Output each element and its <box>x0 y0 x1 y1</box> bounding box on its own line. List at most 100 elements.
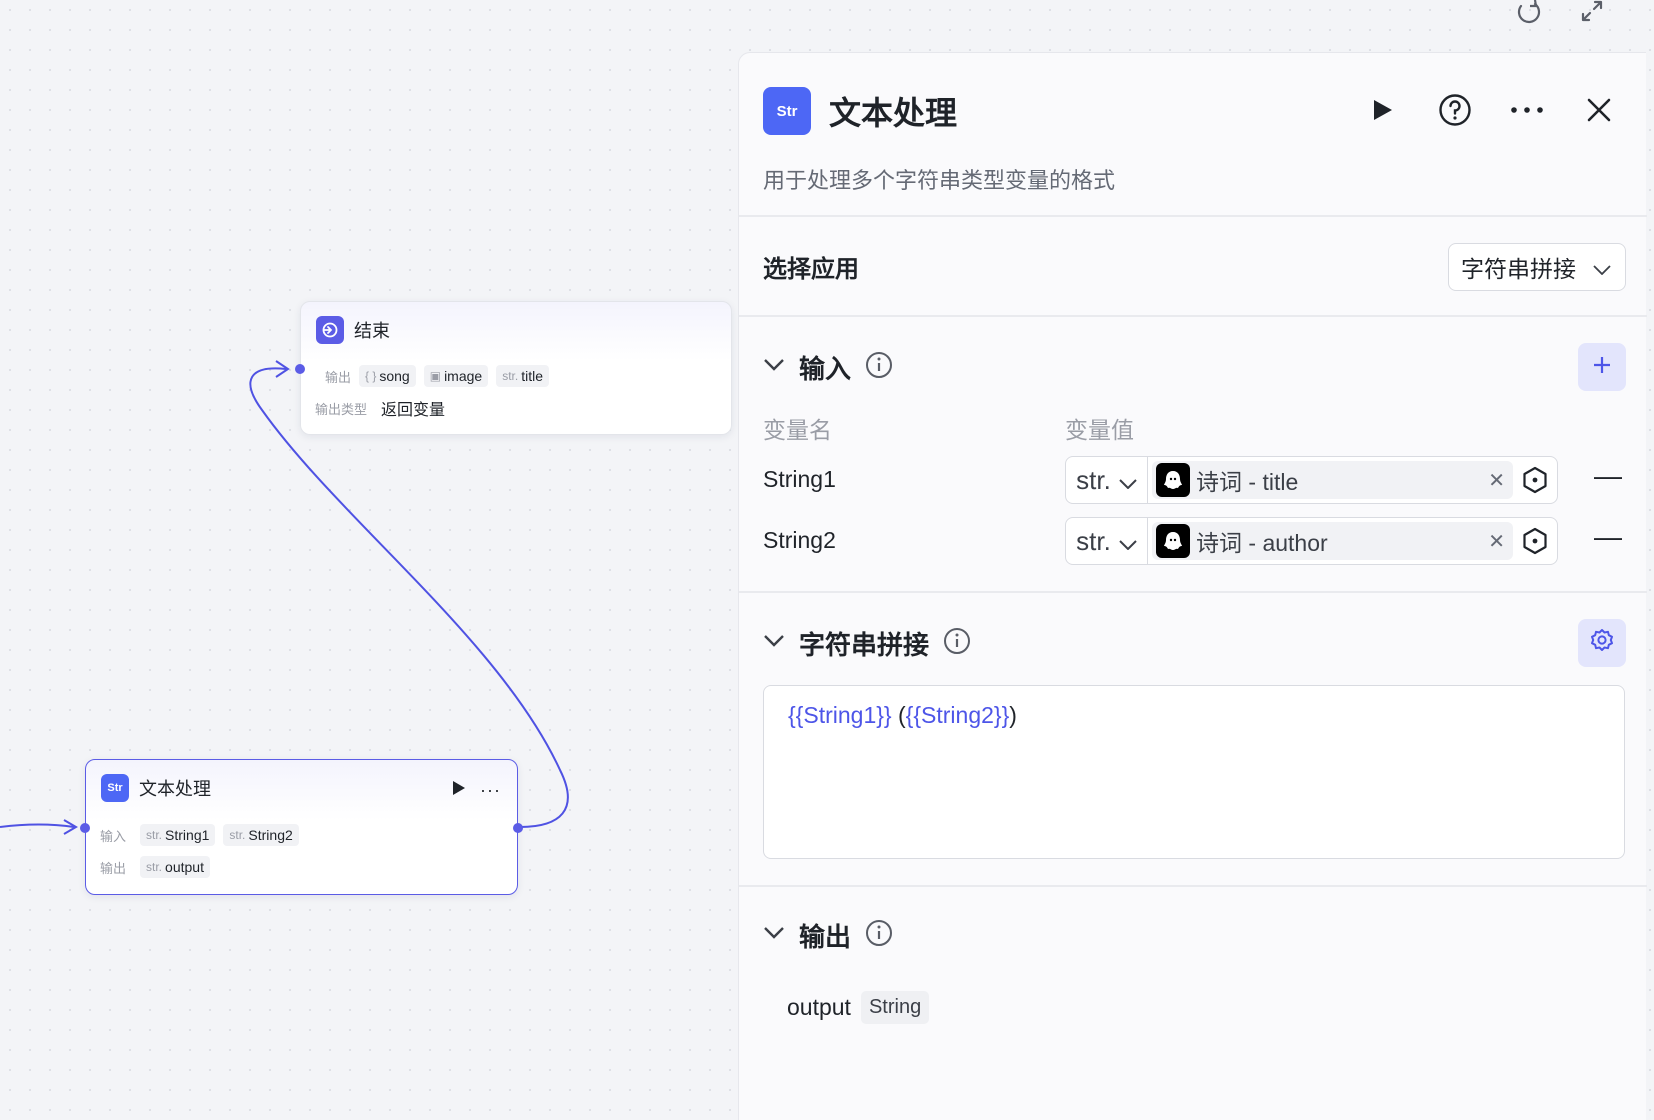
text-node-input-row: 输入 str.String1 str.String2 <box>100 824 299 846</box>
remove-input-button[interactable]: — <box>1594 521 1622 552</box>
type-select[interactable]: str. <box>1066 457 1148 503</box>
panel-header: Str 文本处理 <box>763 87 957 135</box>
type-select-value: str. <box>1076 464 1111 495</box>
panel-actions <box>1364 91 1618 129</box>
variable-picker-icon[interactable] <box>1513 518 1557 564</box>
text-node-actions: ··· <box>452 780 501 801</box>
string-puzzle-icon: Str <box>763 87 811 135</box>
text-process-node[interactable]: Str 文本处理 ··· 输入 str.String1 str.String2 … <box>80 759 523 895</box>
text-node-title: 文本处理 <box>139 779 211 799</box>
output-section-title: 输出 <box>799 922 852 952</box>
info-icon[interactable] <box>943 627 971 660</box>
image-icon: ▣ <box>429 369 442 383</box>
end-node-header: 结束 <box>316 316 390 344</box>
panel-description: 用于处理多个字符串类型变量的格式 <box>763 168 1116 193</box>
more-icon[interactable] <box>1508 91 1546 129</box>
divider <box>739 885 1647 887</box>
remove-input-button[interactable]: — <box>1594 460 1622 491</box>
run-icon[interactable] <box>452 780 466 801</box>
variable-reference-text: 诗词 - author <box>1196 530 1328 556</box>
type-select[interactable]: str. <box>1066 518 1148 564</box>
var-value-field-string2[interactable]: str. 诗词 - author ✕ <box>1065 517 1558 565</box>
output-section-header[interactable]: 输出 <box>763 917 893 954</box>
end-node-input-port[interactable] <box>295 364 305 374</box>
help-icon[interactable] <box>1436 91 1474 129</box>
chip-label: output <box>165 859 204 875</box>
text-node-output-port[interactable] <box>513 823 523 833</box>
ghost-avatar-icon <box>1156 463 1190 497</box>
object-icon: { } <box>365 369 377 383</box>
ghost-avatar-icon <box>1156 524 1190 558</box>
info-icon[interactable] <box>865 919 893 952</box>
template-text: ( <box>891 702 906 728</box>
select-app-row: 选择应用 <box>763 249 859 284</box>
col-header-name: 变量名 <box>763 417 832 443</box>
info-icon[interactable] <box>865 351 893 384</box>
chip-label: String1 <box>165 827 210 843</box>
template-variable: {{String1}} <box>788 702 892 728</box>
string-icon: str. <box>146 828 163 842</box>
chevron-down-icon[interactable] <box>763 634 785 653</box>
select-app-value: 字符串拼接 <box>1461 256 1576 282</box>
variable-reference-chip[interactable]: 诗词 - title ✕ <box>1152 461 1513 499</box>
text-output-chip: str.output <box>140 856 210 878</box>
template-text: ) <box>1009 702 1017 728</box>
text-node-output-row: 输出 str.output <box>100 856 210 878</box>
end-node-title: 结束 <box>354 321 390 341</box>
var-name-string1: String1 <box>763 466 836 492</box>
text-node-header: Str 文本处理 <box>101 774 211 802</box>
end-output-chip-song: { }song <box>359 365 416 387</box>
chip-label: String2 <box>248 827 293 843</box>
chevron-down-icon <box>1593 254 1611 281</box>
refresh-icon[interactable] <box>1510 0 1546 24</box>
clear-icon[interactable]: ✕ <box>1488 469 1505 492</box>
clear-icon[interactable]: ✕ <box>1488 530 1505 553</box>
chip-label: title <box>521 368 544 384</box>
end-output-chip-title: str.title <box>496 365 550 387</box>
concat-section-header[interactable]: 字符串拼接 <box>763 625 971 662</box>
var-value-field-string1[interactable]: str. 诗词 - title ✕ <box>1065 456 1558 504</box>
more-icon[interactable]: ··· <box>480 780 501 800</box>
template-variable: {{String2}} <box>905 702 1010 728</box>
variable-reference-chip[interactable]: 诗词 - author ✕ <box>1152 522 1513 560</box>
select-app-dropdown[interactable]: 字符串拼接 <box>1448 243 1626 291</box>
chevron-down-icon[interactable] <box>763 358 785 377</box>
exit-icon <box>316 316 344 344</box>
variable-picker-icon[interactable] <box>1513 457 1557 503</box>
text-node-input-port[interactable] <box>80 823 90 833</box>
divider <box>739 591 1647 593</box>
divider <box>739 215 1647 217</box>
chevron-down-icon <box>1119 526 1137 557</box>
string-icon: str. <box>146 860 163 874</box>
node-config-panel: Str 文本处理 用于处理多个字符串类型变量的格式 选择应用 字符串拼接 输入 <box>738 52 1647 1120</box>
string-icon: str. <box>229 828 246 842</box>
concat-settings-button[interactable] <box>1578 619 1626 667</box>
end-output-label: 输出 <box>324 369 351 385</box>
concat-section-title: 字符串拼接 <box>799 630 930 660</box>
input-section-header[interactable]: 输入 <box>763 349 893 386</box>
type-select-value: str. <box>1076 525 1111 556</box>
end-node-type-row: 输出类型 返回变量 <box>315 396 445 420</box>
panel-title: 文本处理 <box>829 95 958 131</box>
run-icon[interactable] <box>1364 91 1402 129</box>
gear-icon <box>1589 628 1615 659</box>
end-node[interactable]: 结束 输出 { }song ▣image str.title 输出类型 返回变量 <box>295 301 732 435</box>
text-output-label: 输出 <box>100 860 127 876</box>
string-puzzle-icon: Str <box>101 774 129 802</box>
add-input-button[interactable] <box>1578 343 1626 391</box>
concat-template-editor[interactable]: {{String1}} ({{String2}}) <box>763 685 1625 859</box>
close-icon[interactable] <box>1580 91 1618 129</box>
end-output-type-value: 返回变量 <box>381 402 446 419</box>
end-output-type-label: 输出类型 <box>315 401 368 417</box>
text-input-chip-string1: str.String1 <box>140 824 216 846</box>
chevron-down-icon <box>1119 465 1137 496</box>
chevron-down-icon[interactable] <box>763 926 785 945</box>
end-output-chip-image: ▣image <box>423 365 489 387</box>
output-variable-row: output String <box>787 991 930 1024</box>
text-input-chip-string2: str.String2 <box>223 824 299 846</box>
variable-reference-text: 诗词 - title <box>1196 469 1299 495</box>
select-app-label: 选择应用 <box>763 256 859 283</box>
divider <box>739 315 1647 317</box>
expand-icon[interactable] <box>1574 0 1610 24</box>
col-header-value: 变量值 <box>1065 417 1134 443</box>
